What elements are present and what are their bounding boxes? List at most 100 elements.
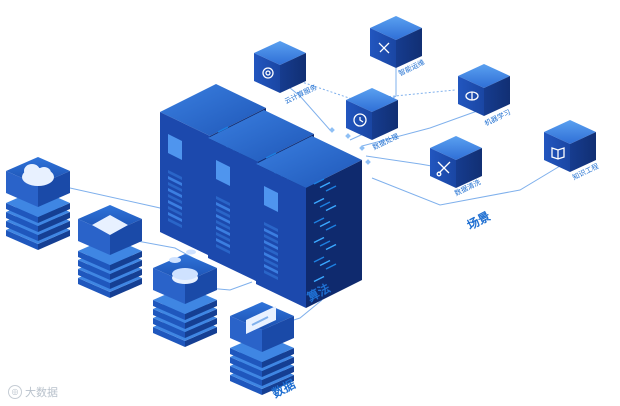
stack-layer-left — [230, 375, 262, 395]
stack-layer-right — [262, 366, 294, 386]
top-cube-2: 智能运维 — [370, 16, 426, 78]
rack-drive-slot — [264, 246, 278, 256]
cube-right-face — [484, 76, 510, 116]
stack-front-right — [185, 268, 217, 304]
left-stack-2 — [78, 205, 142, 298]
left-stacks — [6, 157, 294, 395]
screen-icon — [92, 215, 128, 235]
stack-layer-left — [78, 260, 110, 280]
cloud-icon — [22, 164, 54, 186]
server-cluster — [160, 84, 362, 308]
stack-layer-left — [230, 366, 262, 386]
rack-led — [313, 275, 325, 283]
rack-drive-slot — [216, 244, 230, 254]
cube-right-face — [372, 100, 398, 140]
rack-led — [319, 181, 331, 189]
stack-layer-right — [262, 375, 294, 395]
stack-layer-right — [262, 348, 294, 368]
stack-layer-right — [185, 300, 217, 320]
cube-right-face — [570, 132, 596, 172]
rack-top — [208, 110, 314, 162]
hammer-tools-icon — [378, 42, 390, 54]
left-stack-3 — [153, 249, 217, 347]
stack-layer-right — [185, 309, 217, 329]
stack-layer-right — [38, 230, 70, 250]
cube-left-face — [254, 53, 280, 93]
stack-layer-right — [110, 251, 142, 271]
rack-front — [160, 112, 210, 256]
stack-layer-right — [185, 318, 217, 338]
rack-front — [256, 164, 306, 308]
stack-layer-right — [262, 357, 294, 377]
book-icon — [551, 147, 565, 160]
rack-drive-slot — [264, 264, 278, 274]
top-cube-6: 知识工程 — [544, 120, 600, 182]
rack-drive-slot — [216, 220, 230, 230]
stack-front-left — [153, 268, 185, 304]
top-cube-4: 机器学习 — [458, 64, 512, 128]
rack-led — [319, 220, 331, 228]
rack-drive-slot — [216, 202, 230, 212]
rack-drive-slot — [168, 212, 182, 222]
cube-left-face — [458, 76, 484, 116]
rack-drive-slot — [168, 176, 182, 186]
watermark-logo-icon: ◎ — [8, 385, 22, 399]
stack-layer-right — [38, 212, 70, 232]
rack-drive-slot — [216, 238, 230, 248]
stack-front-right — [262, 316, 294, 352]
cube-left-face — [430, 148, 456, 188]
rack-led — [313, 256, 325, 263]
server-rack-3 — [256, 136, 362, 308]
stack-layer-right — [110, 260, 142, 280]
cube-left-face — [370, 28, 396, 68]
rack-drive-slot — [264, 222, 278, 232]
rack-drive-slot — [216, 196, 230, 206]
rack-drive-slot — [264, 234, 278, 244]
watermark: ◎ 大数据 — [8, 384, 58, 400]
rack-drive-slot — [168, 218, 182, 228]
rack-led — [325, 224, 337, 231]
line-cube-4 — [361, 109, 481, 147]
rack-led — [325, 263, 337, 270]
cube-right-face — [456, 148, 482, 188]
brain-icon — [465, 91, 479, 101]
stack-layer-left — [153, 300, 185, 320]
stack-layer-right — [110, 278, 142, 298]
top-cube-5: 数据清洗 — [430, 136, 482, 198]
stack-layer-right — [38, 221, 70, 241]
stack-front-right — [38, 171, 70, 207]
rack-led — [319, 240, 331, 247]
top-cube-3: 数据处理 — [346, 88, 400, 152]
rack-top — [256, 136, 362, 188]
top-cube-1: 云计算服务 — [254, 41, 318, 106]
rack-led — [325, 185, 337, 192]
stack-front-left — [6, 171, 38, 207]
stack-layer-left — [153, 318, 185, 338]
rack-top — [160, 84, 266, 136]
stack-layer-left — [6, 230, 38, 250]
rack-led — [313, 178, 325, 185]
stack-layer-left — [6, 221, 38, 241]
coins-icon — [169, 249, 198, 284]
watermark-text: 大数据 — [25, 386, 58, 399]
rack-drive-slot — [264, 228, 278, 238]
rack-led — [217, 126, 229, 133]
rack-led — [313, 236, 325, 244]
rack-drive-slot — [168, 182, 182, 192]
stack-layer-left — [6, 212, 38, 232]
rack-drive-slot — [168, 194, 182, 204]
rack-drive-slot — [168, 170, 182, 180]
clock-refresh-icon — [353, 113, 367, 127]
stack-front-right — [110, 219, 142, 255]
rack-front — [208, 138, 258, 282]
rack-drive-slot — [264, 258, 278, 268]
rack-led — [313, 197, 325, 205]
rack-side — [306, 160, 362, 308]
rack-drive-slot — [264, 252, 278, 262]
left-stack-4 — [230, 302, 294, 395]
stack-layer-left — [78, 278, 110, 298]
rack-screen — [168, 134, 182, 160]
rack-led — [265, 152, 277, 159]
rack-led — [325, 243, 337, 251]
stack-layer-left — [230, 357, 262, 377]
